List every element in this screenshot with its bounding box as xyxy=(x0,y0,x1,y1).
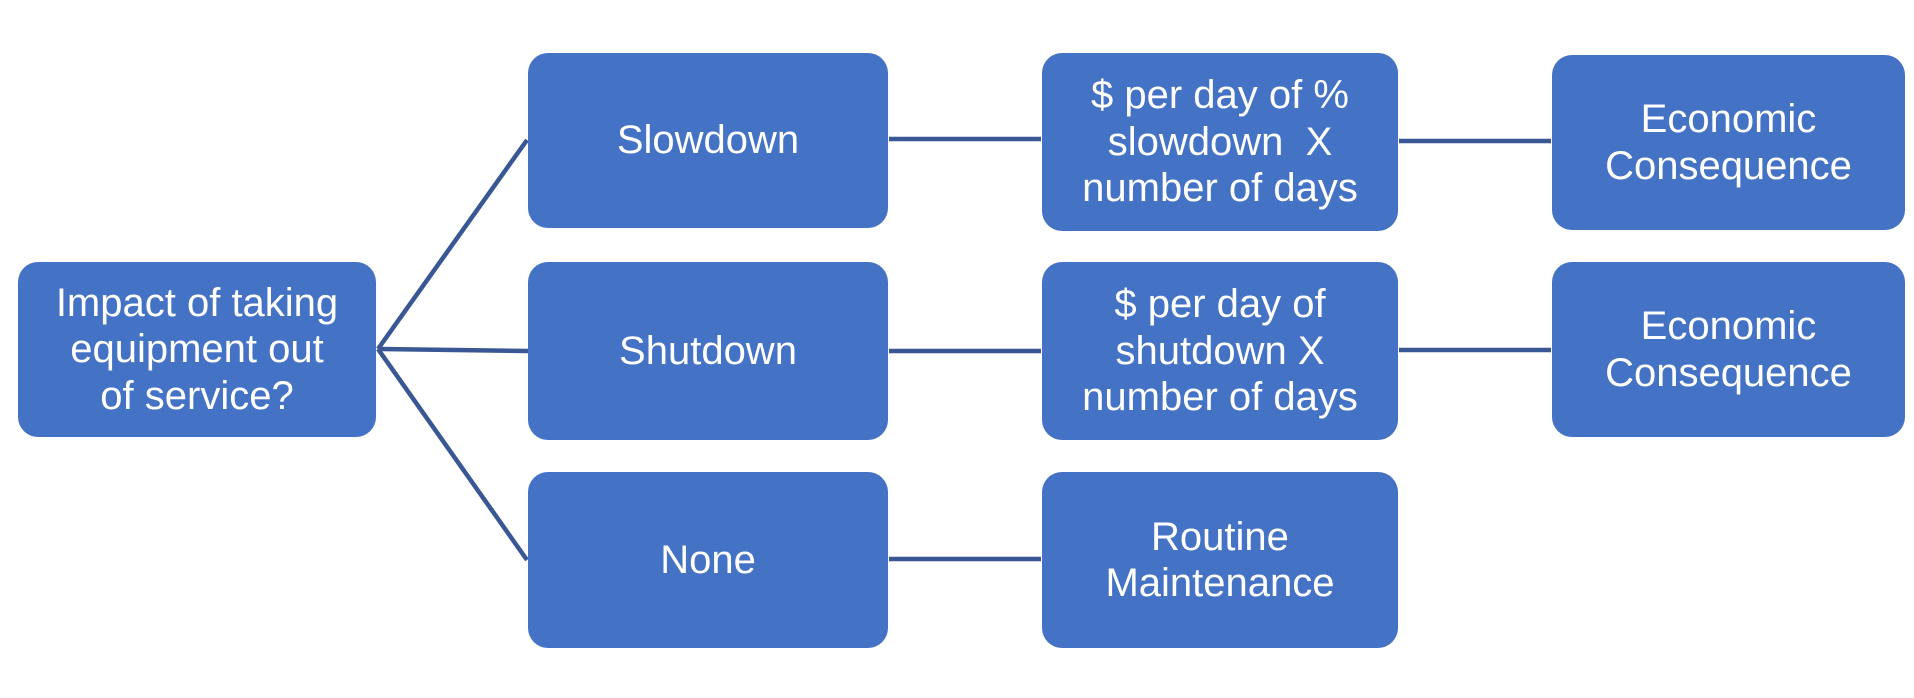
node-label: Economic Consequence xyxy=(1605,304,1852,395)
node-label: Economic Consequence xyxy=(1605,97,1852,188)
node-label: Shutdown xyxy=(619,328,797,373)
node-label: Routine Maintenance xyxy=(1105,514,1335,605)
node-none: None xyxy=(528,472,888,648)
connector-root-to-shutdown xyxy=(377,346,529,354)
node-label: Slowdown xyxy=(616,118,800,163)
node-slowdown-cost-formula: $ per day of % slowdown X number of days xyxy=(1042,53,1398,231)
node-label: $ per day of shutdown X number of days xyxy=(1082,282,1358,420)
node-economic-consequence-slowdown: Economic Consequence xyxy=(1552,55,1905,230)
node-label: None xyxy=(660,537,756,582)
node-economic-consequence-shutdown: Economic Consequence xyxy=(1552,262,1905,437)
node-label: $ per day of % slowdown X number of days xyxy=(1082,73,1358,211)
node-shutdown-cost-formula: $ per day of shutdown X number of days xyxy=(1042,262,1398,440)
node-slowdown: Slowdown xyxy=(528,53,888,228)
node-shutdown: Shutdown xyxy=(528,262,888,440)
connector-root-to-slowdown xyxy=(376,138,529,351)
node-root-question: Impact of taking equipment out of servic… xyxy=(18,262,376,437)
connector-root-to-none xyxy=(376,347,529,562)
node-label: Impact of taking equipment out of servic… xyxy=(55,280,339,418)
node-routine-maintenance: Routine Maintenance xyxy=(1042,472,1398,648)
